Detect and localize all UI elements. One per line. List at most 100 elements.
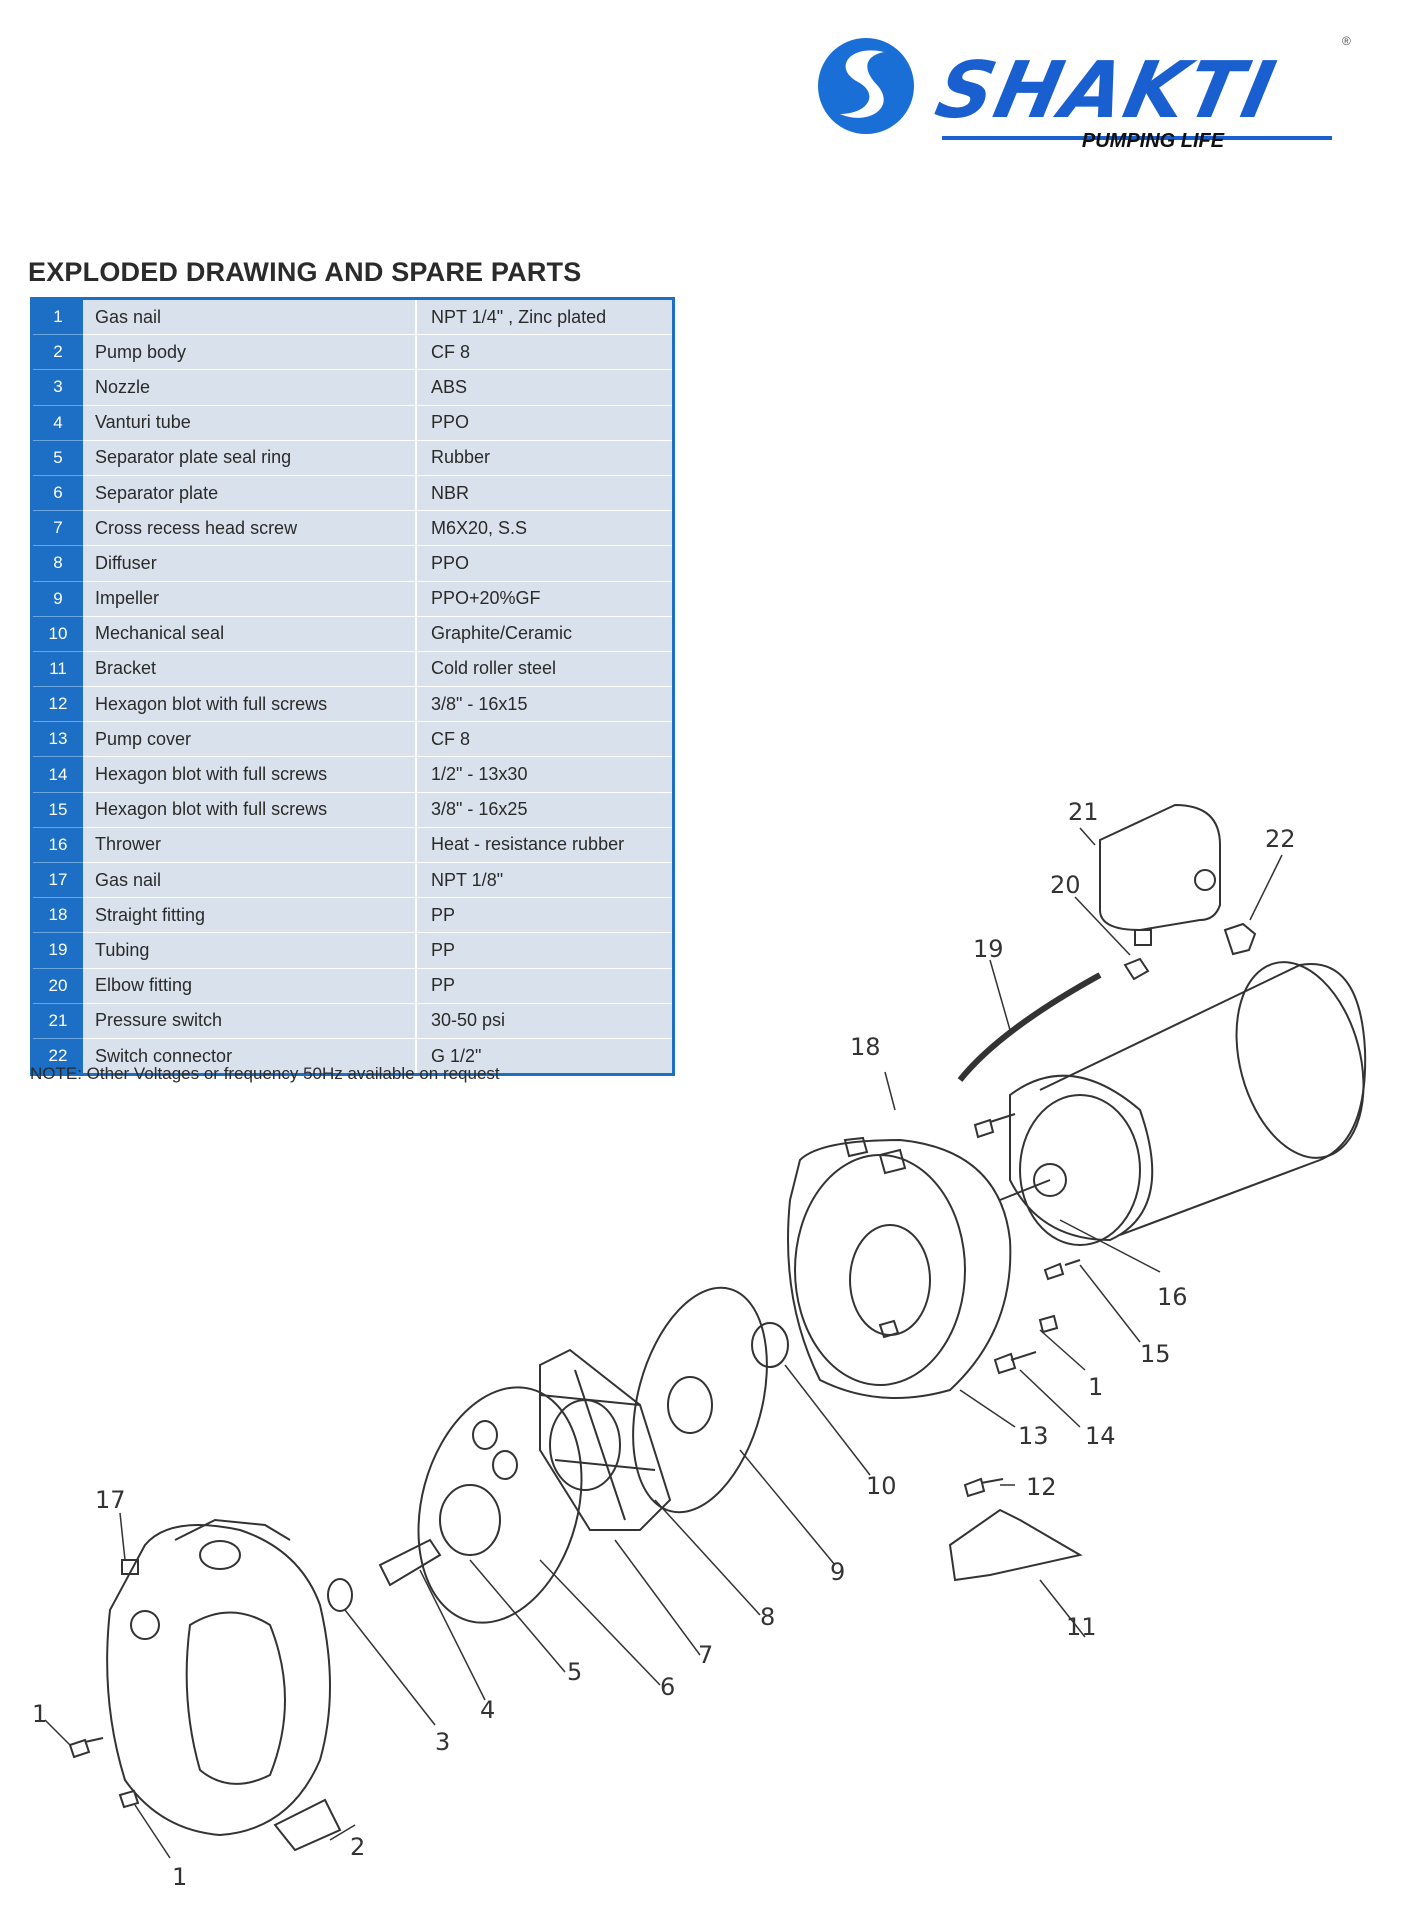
part-name: Gas nail bbox=[83, 298, 417, 336]
part-spec: ABS bbox=[416, 369, 674, 406]
part-spec: 3/8" - 16x15 bbox=[416, 686, 674, 723]
part-number: 22 bbox=[31, 1038, 83, 1076]
callout-6: 6 bbox=[660, 1673, 675, 1701]
part-spec: Rubber bbox=[416, 440, 674, 476]
part-number: 18 bbox=[31, 897, 83, 934]
diffuser-illustration bbox=[539, 1348, 672, 1531]
part-spec: 1/2" - 13x30 bbox=[416, 756, 674, 793]
part-spec: CF 8 bbox=[416, 334, 674, 371]
brand-tagline: PUMPING LIFE bbox=[1081, 130, 1225, 152]
callout-4: 4 bbox=[480, 1696, 495, 1724]
part-number: 20 bbox=[31, 968, 83, 1004]
part-number: 15 bbox=[31, 792, 83, 828]
callout-14: 14 bbox=[1085, 1422, 1116, 1450]
part-name: Cross recess head screw bbox=[83, 510, 417, 547]
callout-8: 8 bbox=[760, 1603, 775, 1631]
part-name: Separator plate bbox=[83, 475, 417, 512]
part-name: Bracket bbox=[83, 651, 417, 688]
part-number: 10 bbox=[31, 616, 83, 652]
part-number: 3 bbox=[31, 369, 83, 406]
callout-13: 13 bbox=[1018, 1422, 1049, 1450]
callout-1-left-top: 1 bbox=[32, 1700, 47, 1728]
part-number: 6 bbox=[31, 475, 83, 512]
part-number: 16 bbox=[31, 827, 83, 864]
part-name: Pressure switch bbox=[83, 1003, 417, 1039]
callout-11: 11 bbox=[1066, 1613, 1097, 1641]
part-name: Thrower bbox=[83, 827, 417, 864]
part-spec: PP bbox=[416, 932, 674, 969]
callout-1-right: 1 bbox=[1088, 1373, 1103, 1401]
part-name: Separator plate seal ring bbox=[83, 440, 417, 476]
pressure-switch-illustration bbox=[1099, 803, 1257, 956]
part-spec: 30-50 psi bbox=[416, 1003, 674, 1039]
callout-2: 2 bbox=[350, 1833, 365, 1861]
part-spec: Cold roller steel bbox=[416, 651, 674, 688]
part-number: 8 bbox=[31, 545, 83, 582]
part-name: Hexagon blot with full screws bbox=[83, 792, 417, 828]
callout-10: 10 bbox=[866, 1472, 897, 1500]
callout-7: 7 bbox=[698, 1641, 713, 1669]
part-name: Pump body bbox=[83, 334, 417, 371]
part-name: Straight fitting bbox=[83, 897, 417, 934]
part-spec: PPO+20%GF bbox=[416, 581, 674, 617]
part-spec: NPT 1/8" bbox=[416, 862, 674, 899]
callout-16: 16 bbox=[1157, 1283, 1188, 1311]
pump-body-illustration bbox=[106, 1518, 342, 1852]
availability-note: NOTE: Other Voltages or frequency 50Hz a… bbox=[30, 1064, 500, 1083]
part-number: 11 bbox=[31, 651, 83, 688]
callout-17: 17 bbox=[95, 1486, 126, 1514]
brand-underline bbox=[942, 136, 1332, 140]
page-title: EXPLODED DRAWING AND SPARE PARTS bbox=[28, 257, 582, 287]
callout-20: 20 bbox=[1050, 871, 1081, 899]
callout-labels: 17 2 3 4 5 6 7 8 9 10 11 12 13 14 15 16 … bbox=[32, 798, 1296, 1891]
part-spec: 3/8" - 16x25 bbox=[416, 792, 674, 828]
registered-mark: ® bbox=[1342, 34, 1351, 48]
part-spec: CF 8 bbox=[416, 721, 674, 758]
brand-header: SHAKTI ® PUMPING LIFE bbox=[810, 30, 1370, 160]
part-spec: M6X20, S.S bbox=[416, 510, 674, 547]
brand-logo-icon bbox=[818, 38, 914, 134]
part-name: Elbow fitting bbox=[83, 968, 417, 1004]
callout-1-left-bottom: 1 bbox=[172, 1863, 187, 1891]
part-name: Diffuser bbox=[83, 545, 417, 582]
part-number: 17 bbox=[31, 862, 83, 899]
exploded-drawing: 17 2 3 4 5 6 7 8 9 10 11 12 13 14 15 16 … bbox=[32, 798, 1367, 1891]
callout-3: 3 bbox=[435, 1728, 450, 1756]
callout-5: 5 bbox=[567, 1658, 582, 1686]
callout-15: 15 bbox=[1140, 1340, 1171, 1368]
part-spec: NBR bbox=[416, 475, 674, 512]
callout-leaders bbox=[44, 827, 1283, 1859]
part-name: Hexagon blot with full screws bbox=[83, 756, 417, 793]
separator-plate-illustration bbox=[417, 1386, 583, 1624]
bracket-illustration bbox=[948, 1508, 1083, 1582]
impeller-illustration bbox=[632, 1286, 768, 1514]
part-number: 14 bbox=[31, 756, 83, 793]
callout-18: 18 bbox=[850, 1033, 881, 1061]
brand-name: SHAKTI bbox=[928, 46, 1285, 136]
part-name: Tubing bbox=[83, 932, 417, 969]
part-number: 12 bbox=[31, 686, 83, 723]
callout-22: 22 bbox=[1265, 825, 1296, 853]
part-spec: Heat - resistance rubber bbox=[416, 827, 674, 864]
part-number: 7 bbox=[31, 510, 83, 547]
part-name: Nozzle bbox=[83, 369, 417, 406]
part-name: Vanturi tube bbox=[83, 405, 417, 441]
